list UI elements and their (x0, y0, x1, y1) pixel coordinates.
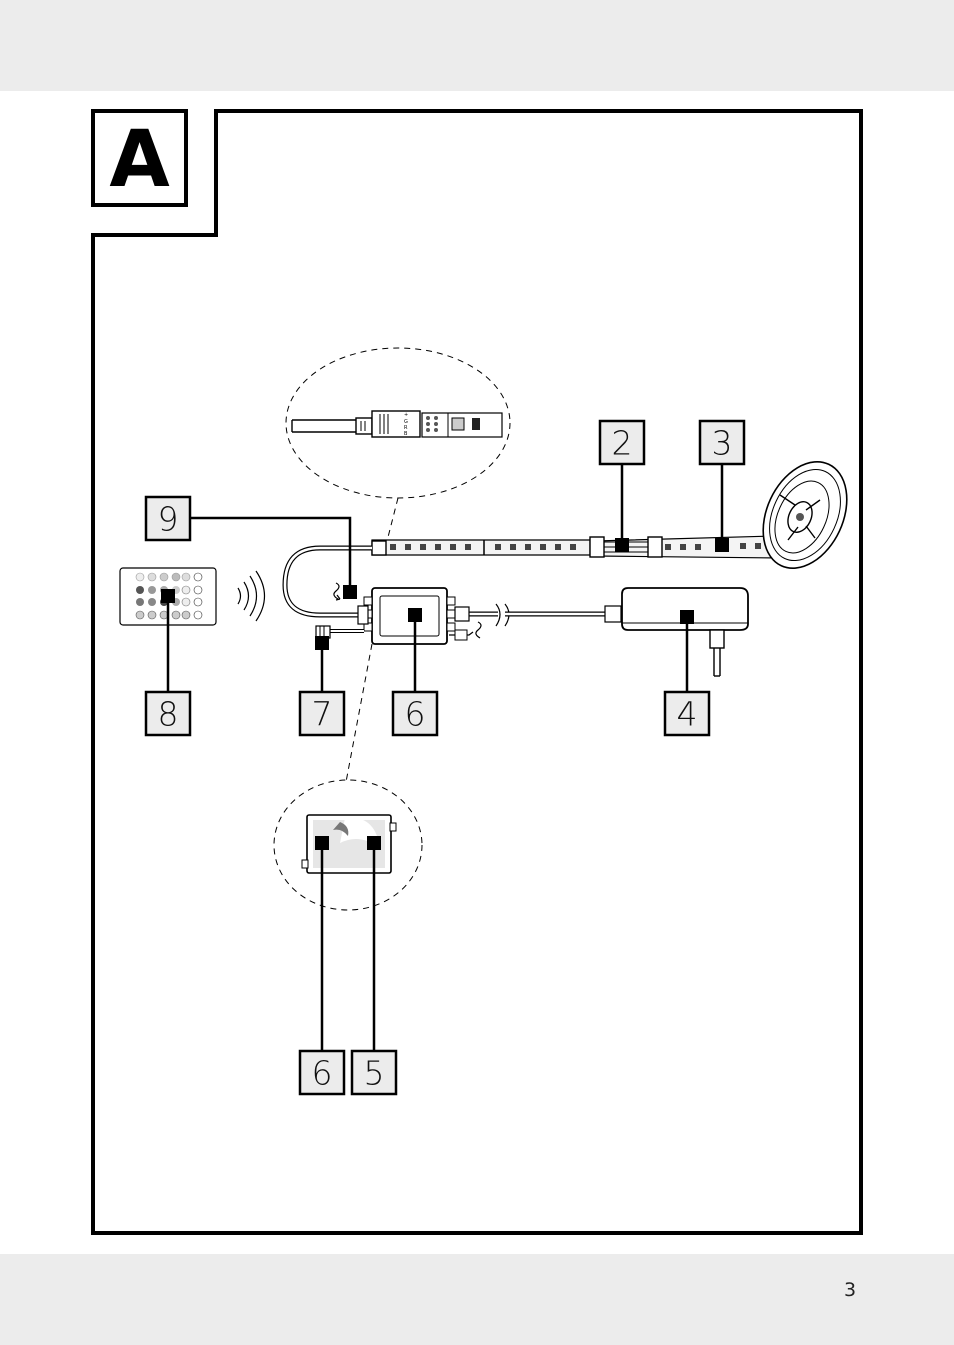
callout-4-label: 4 (677, 695, 698, 734)
callout-6-back: 6 (300, 836, 344, 1094)
section-letter: A (109, 115, 169, 205)
callout-8-label: 8 (158, 695, 179, 734)
callout-5-label: 5 (364, 1054, 385, 1093)
callout-9-label: 9 (158, 500, 179, 539)
adhesive-detail-circle (274, 780, 422, 910)
callout-7: 7 (300, 636, 344, 735)
signal-waves-icon (238, 571, 265, 621)
connector-symbol-plus: + (404, 412, 408, 418)
power-adapter (622, 588, 748, 676)
callout-3: 3 (700, 421, 744, 552)
callout-7-label: 7 (312, 695, 333, 734)
controller-box (358, 588, 455, 644)
controller-cable (285, 548, 372, 615)
section-letter-box: A (93, 111, 186, 205)
callout-3-label: 3 (712, 424, 733, 463)
callout-2: 2 (600, 421, 644, 552)
callout-2-label: 2 (612, 424, 633, 463)
page-number: 3 (830, 1279, 870, 1301)
led-strip-reel (747, 448, 863, 582)
connect-arrow-icon-2 (476, 622, 481, 638)
power-cable (449, 604, 621, 640)
callout-5: 5 (352, 836, 396, 1094)
connector-detail-circle: + G R B (286, 348, 510, 498)
figure-frame (93, 111, 861, 1233)
connect-arrow-icon (334, 583, 340, 600)
callout-6b-label: 6 (312, 1054, 333, 1093)
callout-6-label: 6 (405, 695, 426, 734)
connector-symbol-b: B (404, 431, 408, 437)
